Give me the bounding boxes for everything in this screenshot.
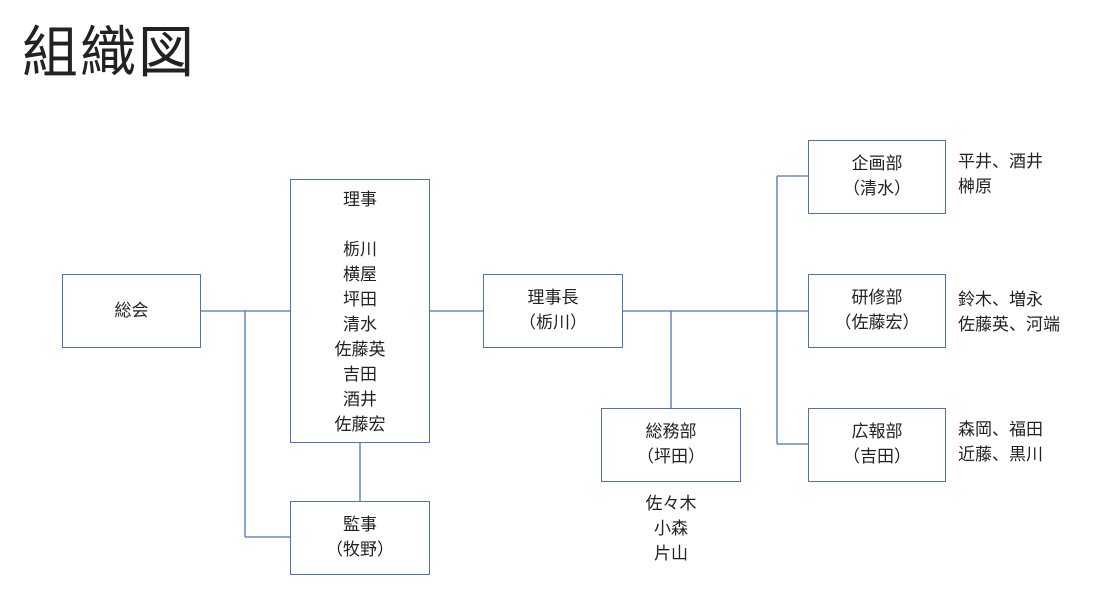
note-member: 鈴木、増永	[958, 290, 1043, 310]
note-member: 佐藤英、河端	[958, 315, 1060, 335]
node-rijichou-title: 理事長	[527, 288, 579, 308]
note-member: 榊原	[958, 177, 992, 197]
node-kanji-title: 監事	[343, 515, 377, 535]
note-kouhoubu-members: 森岡、福田 近藤、黒川	[958, 418, 1043, 468]
node-kikakubu-title: 企画部	[851, 154, 903, 174]
note-kenshubu-members: 鈴木、増永 佐藤英、河端	[958, 288, 1060, 338]
node-kouhoubu-head: （吉田）	[843, 447, 911, 467]
node-kouhoubu-title: 広報部	[851, 422, 903, 442]
node-riji-member: 清水	[343, 315, 377, 335]
note-kikakubu-members: 平井、酒井 榊原	[958, 150, 1043, 200]
note-member: 近藤、黒川	[958, 445, 1043, 465]
note-soumubu-members: 佐々木 小森 片山	[601, 492, 741, 567]
node-kanji-person: （牧野）	[326, 540, 394, 560]
node-riji-title: 理事	[343, 190, 377, 210]
node-riji-member: 横屋	[343, 265, 377, 285]
node-riji-member: 坪田	[343, 290, 377, 310]
page-title: 組織図	[22, 21, 196, 86]
note-member: 平井、酒井	[958, 152, 1043, 172]
node-kenshubu: 研修部 （佐藤宏）	[808, 274, 946, 348]
node-riji-member: 酒井	[343, 390, 377, 410]
node-soumubu-title: 総務部	[645, 422, 697, 442]
node-riji-member: 佐藤英	[334, 340, 386, 360]
node-soumubu-head: （坪田）	[637, 447, 705, 467]
node-kenshubu-title: 研修部	[851, 288, 903, 308]
note-member: 小森	[654, 519, 688, 539]
node-riji-member: 栃川	[343, 240, 377, 260]
node-riji-member: 吉田	[343, 365, 377, 385]
node-kikakubu: 企画部 （清水）	[808, 140, 946, 214]
note-member: 片山	[654, 544, 688, 564]
node-rijichou-person: （栃川）	[519, 313, 587, 333]
node-riji: 理事 栃川 横屋 坪田 清水 佐藤英 吉田 酒井 佐藤宏	[290, 179, 430, 443]
note-member: 佐々木	[645, 494, 697, 514]
node-soukai-label: 総会	[114, 300, 149, 321]
node-kikakubu-head: （清水）	[843, 179, 911, 199]
node-kouhoubu: 広報部 （吉田）	[808, 408, 946, 482]
note-member: 森岡、福田	[958, 420, 1043, 440]
node-rijichou: 理事長 （栃川）	[483, 274, 623, 348]
node-riji-member: 佐藤宏	[334, 415, 386, 435]
node-soukai: 総会	[62, 274, 201, 348]
node-soumubu: 総務部 （坪田）	[601, 408, 741, 482]
node-kanji: 監事 （牧野）	[290, 501, 430, 575]
node-kenshubu-head: （佐藤宏）	[834, 313, 920, 333]
